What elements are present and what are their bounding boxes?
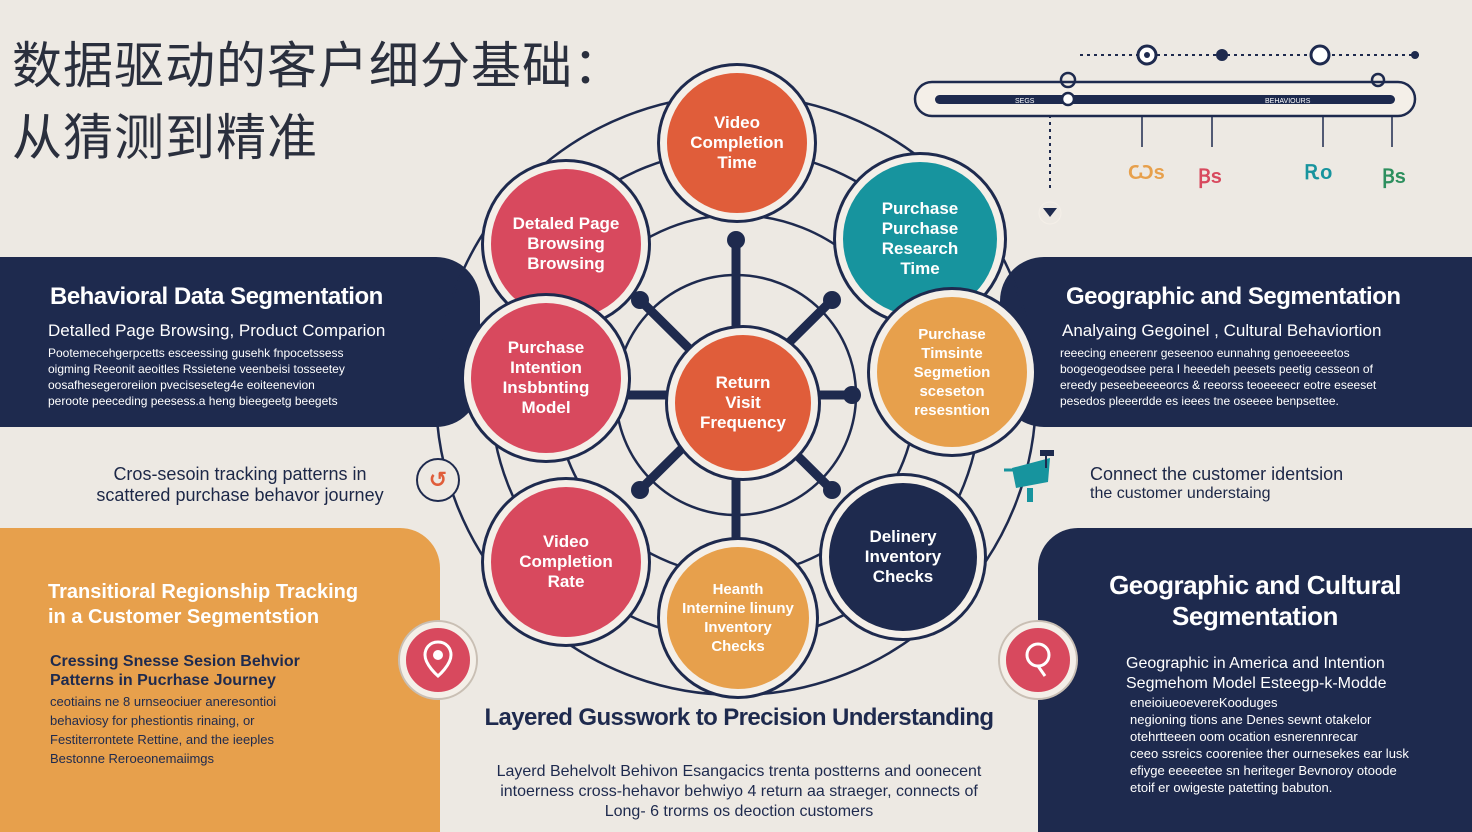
timeline-bar — [935, 95, 1395, 104]
timeline-marker-2: Ꞵs — [1198, 166, 1222, 188]
panel-body: ceotiains ne 8 urnseociuer aneresontioi … — [50, 694, 277, 766]
card-body-line: peroote peeceding peesess.a heng bieegee… — [48, 394, 338, 408]
card-body: Pootemecehgerpcetts esceessing gusehk fn… — [48, 345, 345, 409]
timeline-diagram: SEGS BEHAVIOURS — [913, 44, 1420, 225]
timeline-node — [1309, 44, 1331, 66]
location-pin-icon — [1000, 622, 1076, 698]
center-description: Layerd Behelvolt Behivon Esangacics tren… — [496, 763, 982, 820]
node-delivery-inventory-checks: Delinery Inventory Checks — [822, 476, 984, 638]
card-body-line: oosafhesegeroreiion pveciseseteg4e eoite… — [48, 378, 315, 392]
card-body: reeecing eneerenr geseenoo eunnahng geno… — [1060, 345, 1376, 409]
card-subheading: Analyaing Gegoinel , Cultural Behaviorti… — [1062, 321, 1382, 340]
transitional-tracking-panel: Transitioral Regionship Tracking in a Cu… — [0, 528, 440, 832]
node-purchase-intention-model: Purchase Intention Insbbnting Model — [464, 296, 628, 460]
card-body-line: oigming Reeonit aeoitles Rssietene veenb… — [48, 362, 345, 376]
timeline-marker-1: Ѡs — [1128, 162, 1165, 184]
node-video-completion-rate: Video Completion Rate — [484, 480, 648, 644]
node-return-visit-frequency: Return Visit Frequency — [668, 328, 818, 478]
panel-body: eneioiueoevereKooduges negioning tions a… — [1130, 695, 1409, 795]
panel-heading: Transitioral Regionship Tracking in a Cu… — [48, 581, 359, 628]
timeline-node — [1216, 49, 1228, 61]
timeline-marker-4: Ꞵs — [1382, 166, 1406, 188]
card-body-line: ereedy peseebeeeeorcs & reeorss teoeeeec… — [1060, 378, 1377, 392]
panel-heading: Geographic and Cultural Segmentation — [1109, 570, 1401, 631]
card-body-line: boogeogeodsee pera I heeedeh peesets pee… — [1060, 362, 1373, 376]
card-heading: Geographic and Segmentation — [1066, 283, 1401, 310]
flag-icon — [1004, 450, 1054, 502]
title-line-1: 数据驱动的客户细分基础： — [12, 37, 624, 95]
card-subheading: Detalled Page Browsing, Product Compario… — [48, 321, 386, 340]
timeline-left-label: SEGS — [1015, 98, 1035, 105]
card-body-line: reeecing eneerenr geseenoo eunnahng geno… — [1060, 346, 1350, 360]
title-line-2: 从猜测到精准 — [12, 109, 318, 167]
center-caption: Layered Gusswork to Precision Understand… — [484, 704, 995, 731]
panel-subheading: Geographic in America and Intention Segm… — [1126, 655, 1387, 692]
geographic-cultural-panel: Geographic and Cultural Segmentation Geo… — [1038, 528, 1472, 832]
timeline-node — [1411, 51, 1419, 59]
timeline-marker-3: Ꭱo — [1305, 162, 1333, 184]
connect-customer-caption: Connect the customer identsion the custo… — [1090, 464, 1344, 502]
node-purchase-timeline-segmentation: Purchase Timsinte Segmetion sceseton res… — [870, 290, 1034, 454]
map-pin-icon — [400, 622, 476, 698]
node-inventory-checks-health: Heanth Internine linuny Inventory Checks — [660, 540, 816, 696]
card-body-line: Pootemecehgerpcetts esceessing gusehk fn… — [48, 346, 344, 360]
behavioral-segmentation-card: Behavioral Data Segmentation Detalled Pa… — [0, 257, 480, 427]
page-title: 数据驱动的客户细分基础： 从猜测到精准 — [12, 30, 624, 174]
node-video-completion-time: Video Completion Time — [660, 66, 814, 220]
geographic-segmentation-card: Geographic and Segmentation Analyaing Ge… — [1000, 257, 1472, 427]
refresh-icon: ↺ — [416, 458, 460, 502]
panel-subheading: Cressing Snesse Sesion Behvior Patterns … — [50, 653, 300, 689]
timeline-arrow-icon — [1043, 208, 1057, 217]
cross-session-caption: Cros-sesoin tracking patterns in scatter… — [96, 464, 384, 505]
timeline-right-label: BEHAVIOURS — [1265, 98, 1311, 105]
card-heading: Behavioral Data Segmentation — [50, 283, 383, 310]
card-body-line: pesedos pleeerdde es ieees tne oseeee be… — [1060, 394, 1339, 408]
